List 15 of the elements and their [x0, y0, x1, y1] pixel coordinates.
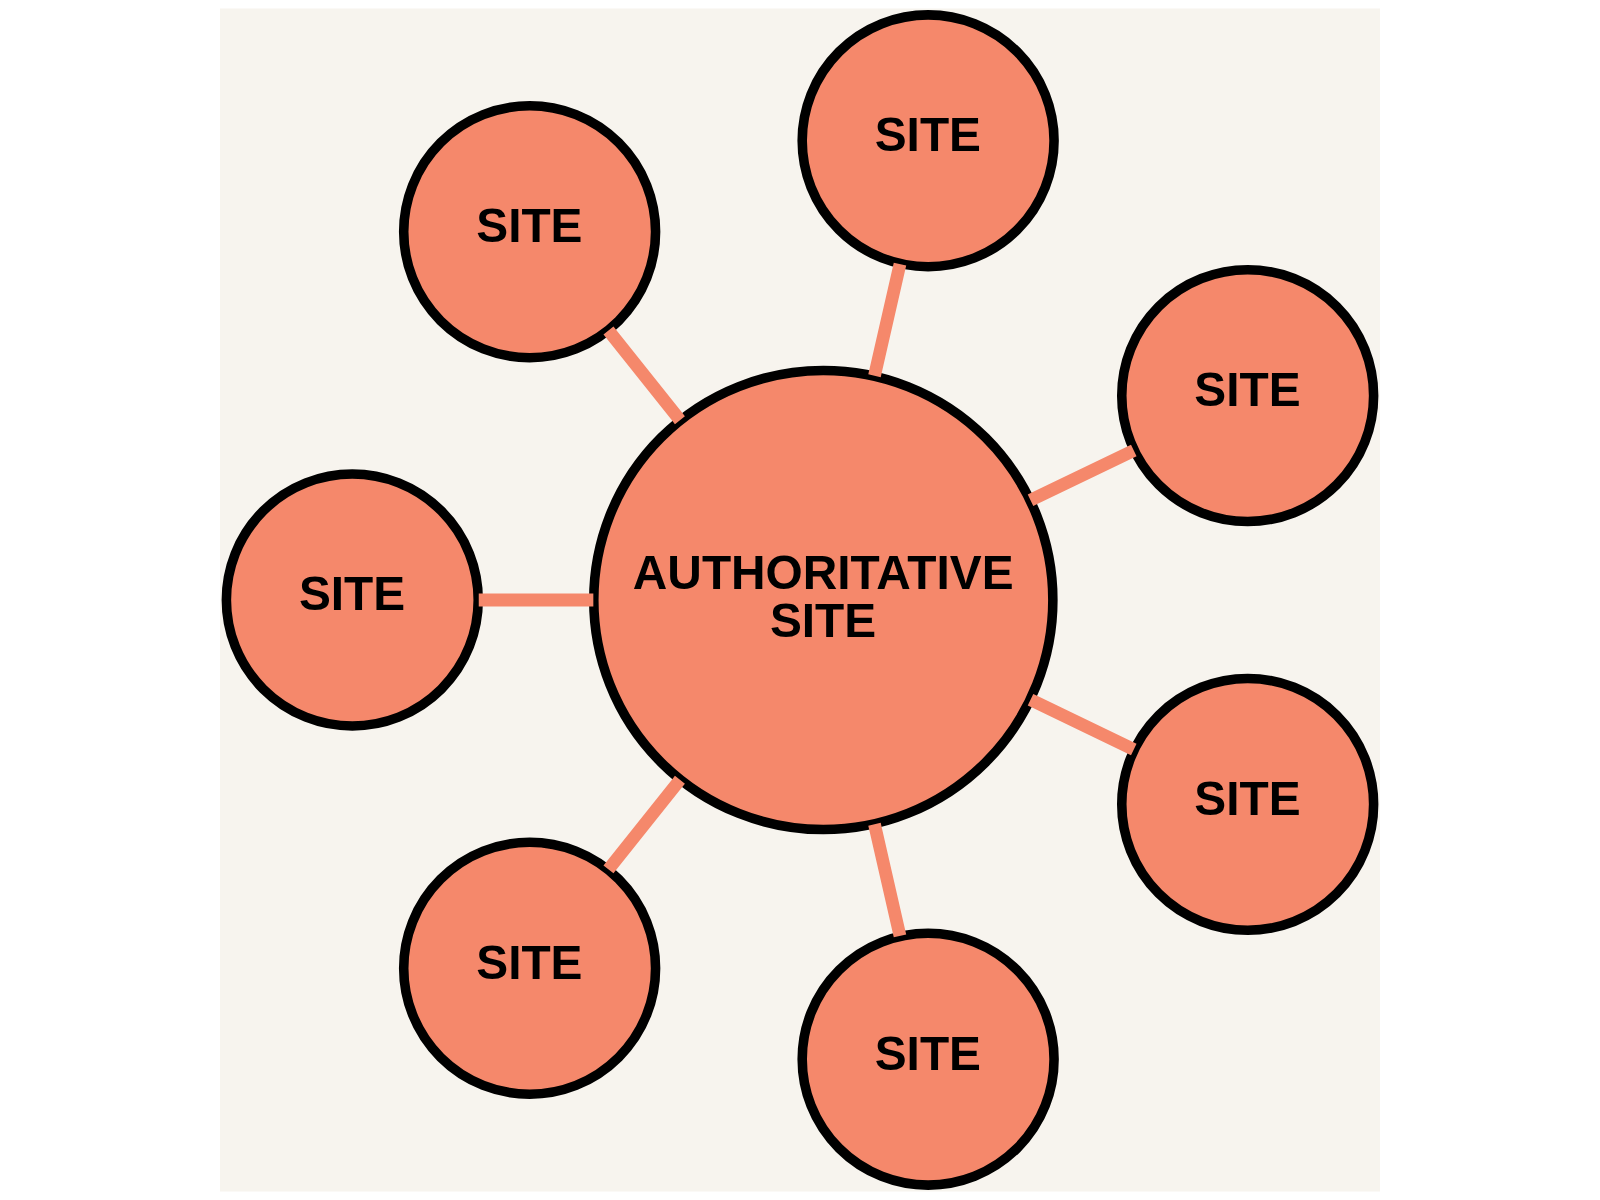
connector [603, 775, 685, 874]
node-circle: SITE [797, 928, 1059, 1190]
connector [868, 262, 907, 378]
node-circle: SITE [398, 101, 661, 363]
connector [1027, 444, 1137, 506]
connector [1027, 694, 1137, 756]
node-circle: SITE [398, 837, 661, 1099]
connector [603, 326, 685, 425]
node-circle: AUTHORITATIVE SITE [589, 365, 1058, 835]
connector [868, 822, 907, 938]
connector [478, 593, 594, 607]
node-circle: SITE [221, 469, 483, 731]
node-circle: SITE [1117, 264, 1379, 527]
node-circle: SITE [797, 10, 1059, 272]
node-circle: SITE [1117, 673, 1379, 936]
